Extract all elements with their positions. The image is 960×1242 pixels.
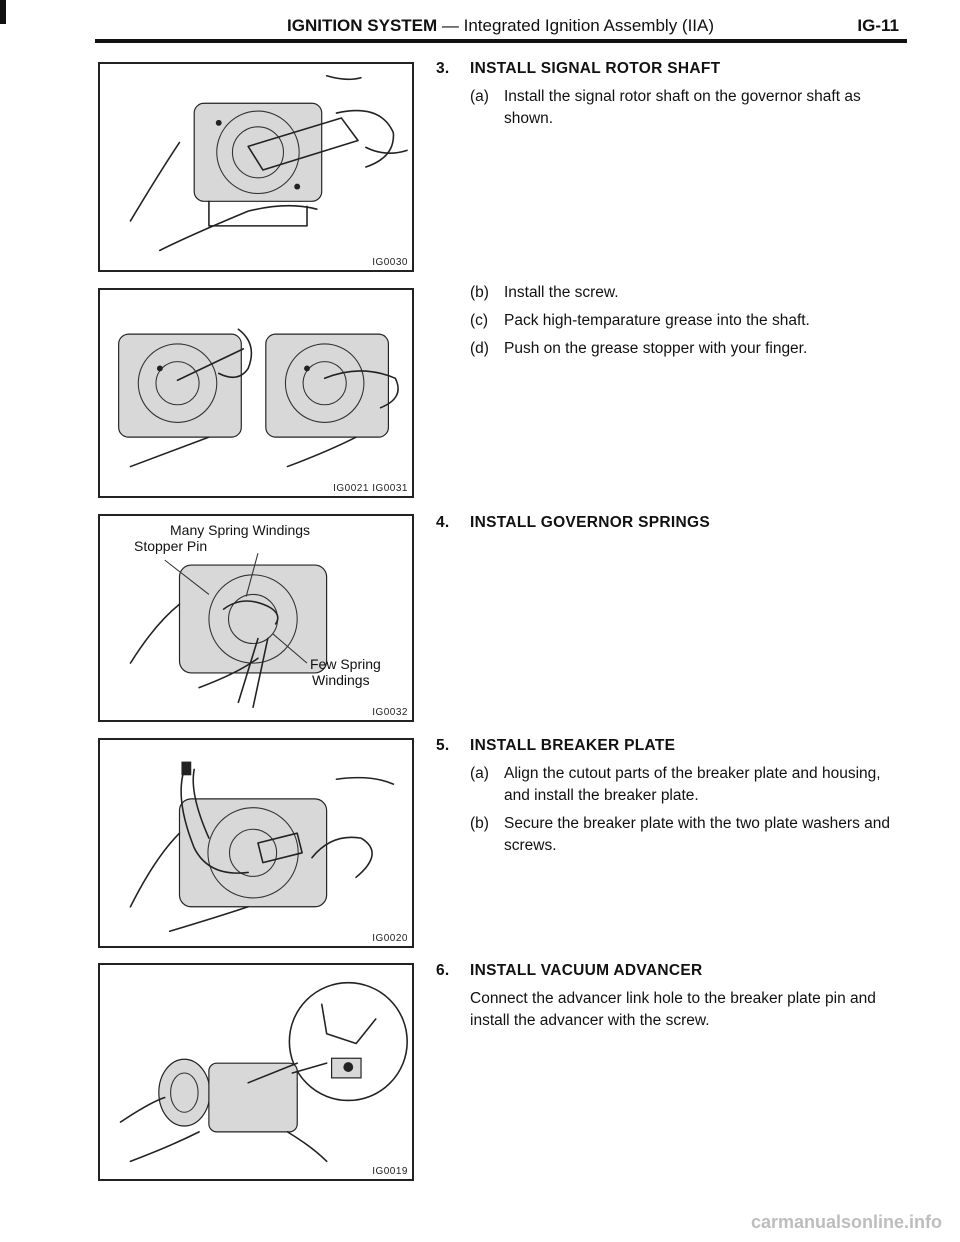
section-6: 6. INSTALL VACUUM ADVANCER Connect the ad… — [436, 960, 906, 1032]
step-text: Pack high-temparature grease into the sh… — [504, 312, 810, 329]
section-number: 5. — [436, 737, 450, 754]
figure-code: IG0021 IG0031 — [333, 483, 408, 494]
section-5: 5. INSTALL BREAKER PLATE (a) Align the cut… — [436, 735, 906, 857]
label-few-spring: Few Spring — [310, 656, 381, 672]
step-letter: (a) — [470, 88, 489, 105]
section-subtitle: — Integrated Ignition Assembly (IIA) — [437, 16, 715, 35]
section-4: 4. INSTALL GOVERNOR SPRINGS — [436, 512, 906, 534]
label-windings: Windings — [312, 672, 370, 688]
section-number: 3. — [436, 60, 450, 77]
watermark: carmanualsonline.info — [750, 1212, 942, 1232]
section-heading: 6. INSTALL VACUUM ADVANCER — [436, 960, 906, 982]
illustration-screw-grease — [118, 328, 399, 468]
section-heading: 3. INSTALL SIGNAL ROTOR SHAFT — [436, 58, 906, 80]
section-heading: 4. INSTALL GOVERNOR SPRINGS — [436, 512, 906, 534]
figure-screw-grease: IG0021 IG0031 — [98, 288, 414, 498]
step-b: (b) Install the screw. — [436, 282, 906, 304]
page-header: IGNITION SYSTEM — Integrated Ignition As… — [95, 14, 907, 40]
label-many-spring-windings: Many Spring Windings — [170, 522, 311, 538]
section-3: 3. INSTALL SIGNAL ROTOR SHAFT (a) Install … — [436, 58, 906, 130]
section-heading-text: INSTALL SIGNAL ROTOR SHAFT — [470, 60, 721, 77]
section-body: Connect the advancer link hole to the br… — [470, 990, 876, 1029]
figure-code: IG0019 — [372, 1166, 408, 1177]
section-heading: 5. INSTALL BREAKER PLATE — [436, 735, 906, 757]
illustration-vacuum-advancer — [119, 981, 408, 1163]
figure-code: IG0020 — [372, 933, 408, 944]
section-heading-text: INSTALL BREAKER PLATE — [470, 737, 676, 754]
section-number: 4. — [436, 514, 450, 531]
section-title: IGNITION SYSTEM — [287, 16, 438, 35]
step-letter: (c) — [470, 312, 489, 329]
page-number: IG-11 — [857, 16, 899, 35]
section-3-continued: (b) Install the screw. (c) Pack high-tempa… — [436, 282, 906, 360]
figure-code: IG0030 — [372, 257, 408, 268]
step-a: (a) Align the cutout parts of the breaker… — [436, 763, 906, 807]
section-heading-text: INSTALL GOVERNOR SPRINGS — [470, 514, 711, 531]
illustration-breaker-plate — [129, 761, 395, 933]
section-heading-text: INSTALL VACUUM ADVANCER — [470, 962, 703, 979]
corner-crop-mark — [0, 0, 6, 24]
step-letter: (d) — [470, 340, 489, 357]
header-rule — [95, 39, 907, 43]
step-text: Install the signal rotor shaft on the go… — [504, 88, 861, 127]
step-text: Align the cutout parts of the breaker pl… — [504, 765, 881, 804]
figure-signal-rotor-shaft: IG0030 — [98, 62, 414, 272]
figure-code: IG0032 — [372, 707, 408, 718]
illustration-governor-springs — [129, 553, 328, 709]
step-letter: (b) — [470, 284, 489, 301]
page-title: IGNITION SYSTEM — Integrated Ignition As… — [287, 16, 714, 36]
step-letter: (a) — [470, 765, 489, 782]
step-letter: (b) — [470, 815, 489, 832]
figure-vacuum-advancer: IG0019 — [98, 963, 414, 1181]
label-stopper-pin: Stopper Pin — [134, 538, 208, 554]
step-c: (c) Pack high-temparature grease into the… — [436, 310, 906, 332]
step-text: Install the screw. — [504, 284, 619, 301]
section-number: 6. — [436, 962, 450, 979]
step-text: Secure the breaker plate with the two pl… — [504, 815, 891, 854]
step-a: (a) Install the signal rotor shaft on the… — [436, 86, 906, 130]
illustration-rotor-shaft — [129, 74, 408, 252]
figure-breaker-plate: IG0020 — [98, 738, 414, 948]
figure-governor-springs: Many Spring Windings Stopper Pin Few Spr… — [98, 514, 414, 722]
step-text: Push on the grease stopper with your fin… — [504, 340, 808, 357]
step-d: (d) Push on the grease stopper with your … — [436, 338, 906, 360]
step-b: (b) Secure the breaker plate with the two… — [436, 813, 906, 857]
